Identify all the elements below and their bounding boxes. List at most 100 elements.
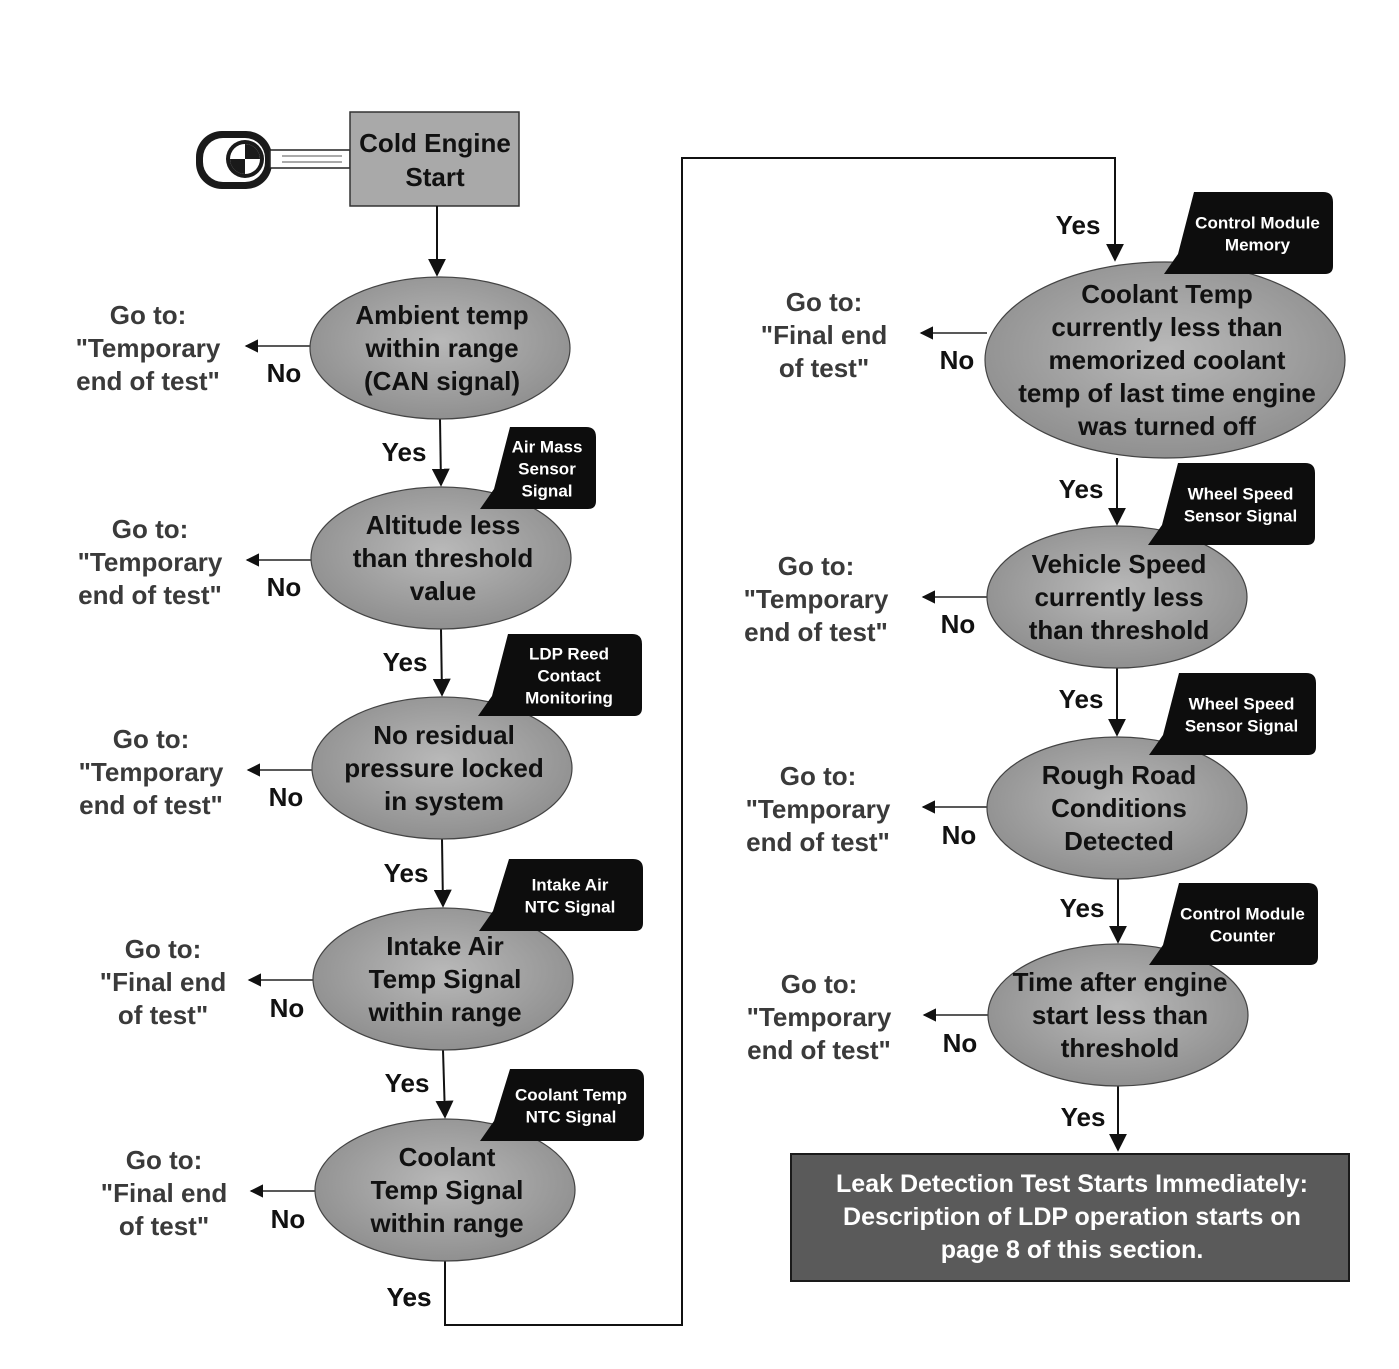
decision-label: start less than <box>1032 1000 1208 1030</box>
no-label: No <box>942 820 977 850</box>
sensor-tag-label: Sensor <box>518 460 576 479</box>
goto-label: Go to: <box>113 724 190 754</box>
goto-label: Go to: <box>780 761 857 791</box>
decision-ellipse <box>986 525 1248 669</box>
sensor-tag-label: NTC Signal <box>525 898 616 917</box>
decision-ellipse <box>309 276 571 420</box>
no-label: No <box>943 1028 978 1058</box>
sensor-tag-label: Contact <box>537 667 601 686</box>
final-label: page 8 of this section. <box>941 1236 1204 1264</box>
goto-label: "Final end <box>101 1178 227 1208</box>
sensor-tag-label: Memory <box>1225 236 1291 255</box>
no-label: No <box>940 345 975 375</box>
goto-label: "Temporary <box>747 1002 892 1032</box>
sensor-tag-label: Wheel Speed <box>1189 695 1295 714</box>
goto-label: "Temporary <box>76 333 221 363</box>
sensor-tag-label: Intake Air <box>532 876 609 895</box>
decision-label: memorized coolant <box>1049 345 1286 375</box>
no-label: No <box>267 572 302 602</box>
decision-label: Vehicle Speed <box>1032 549 1207 579</box>
sensor-tag <box>1149 883 1318 965</box>
sensor-tag-label: Air Mass <box>512 438 583 457</box>
decision-label: Temp Signal <box>369 964 522 994</box>
sensor-tag <box>480 1069 644 1141</box>
sensor-tag-label: Sensor Signal <box>1185 717 1298 736</box>
sensor-tag-label: NTC Signal <box>526 1108 617 1127</box>
sensor-tag <box>1148 463 1315 545</box>
goto-label: Go to: <box>110 300 187 330</box>
yes-label: Yes <box>383 647 428 677</box>
decision-label: Detected <box>1064 826 1174 856</box>
decision-label: within range <box>369 1208 523 1238</box>
yes-label: Yes <box>1059 474 1104 504</box>
decision-ellipse <box>314 1118 576 1262</box>
yes-label: Yes <box>387 1282 432 1312</box>
decision-label: Altitude less <box>366 510 521 540</box>
sensor-tag <box>480 427 596 509</box>
decision-label: Intake Air <box>386 931 504 961</box>
sensor-tag-label: Counter <box>1210 927 1276 946</box>
decision-label: Coolant <box>399 1142 496 1172</box>
goto-label: end of test" <box>747 1035 891 1065</box>
decision-label: Coolant Temp <box>1081 279 1252 309</box>
sensor-tag-label: Monitoring <box>525 689 613 708</box>
start-label: Cold Engine <box>359 128 511 158</box>
flow-connector <box>444 157 1124 1326</box>
decision-label: than threshold <box>1029 615 1210 645</box>
decision-label: temp of last time engine <box>1018 378 1316 408</box>
final-label: Description of LDP operation starts on <box>843 1203 1301 1231</box>
goto-label: "Temporary <box>744 584 889 614</box>
yes-label: Yes <box>382 437 427 467</box>
yes-label: Yes <box>385 1068 430 1098</box>
sensor-tag-label: LDP Reed <box>529 645 609 664</box>
sensor-tag-label: Control Module <box>1180 905 1305 924</box>
start-box <box>349 111 520 207</box>
goto-label: "Temporary <box>79 757 224 787</box>
flow-arrow <box>431 418 450 487</box>
yes-label: Yes <box>1060 893 1105 923</box>
sensor-tag-label: Coolant Temp <box>515 1086 627 1105</box>
decision-label: Rough Road <box>1042 760 1197 790</box>
decision-label: in system <box>384 786 504 816</box>
flow-arrow <box>435 1049 454 1119</box>
decision-label: value <box>410 576 477 606</box>
goto-label: end of test" <box>76 366 220 396</box>
decision-label: was turned off <box>1077 411 1256 441</box>
goto-label: Go to: <box>125 934 202 964</box>
goto-label: "Temporary <box>78 547 223 577</box>
yes-label: Yes <box>387 1282 432 1312</box>
decision-label: than threshold <box>353 543 534 573</box>
decision-ellipse <box>310 486 572 630</box>
flow-arrow <box>432 628 451 697</box>
sensor-tag-label: Wheel Speed <box>1188 485 1294 504</box>
yes-label: Yes <box>1061 1102 1106 1132</box>
sensor-tag <box>479 859 643 931</box>
goto-label: Go to: <box>778 551 855 581</box>
decision-label: currently less than <box>1051 312 1282 342</box>
decision-label: Conditions <box>1051 793 1187 823</box>
decision-ellipse <box>987 943 1249 1087</box>
decision-label: (CAN signal) <box>364 366 520 396</box>
yes-label: Yes <box>384 858 429 888</box>
decision-label: Time after engine <box>1013 967 1228 997</box>
car-key-icon <box>196 131 351 189</box>
goto-label: Go to: <box>126 1145 203 1175</box>
goto-label: end of test" <box>744 617 888 647</box>
goto-label: Go to: <box>786 287 863 317</box>
goto-label: end of test" <box>79 790 223 820</box>
no-label: No <box>270 993 305 1023</box>
goto-label: "Final end <box>100 967 226 997</box>
decision-label: Temp Signal <box>371 1175 524 1205</box>
yes-label: Yes <box>1059 684 1104 714</box>
goto-label: of test" <box>779 353 869 383</box>
decision-ellipse <box>984 261 1346 459</box>
